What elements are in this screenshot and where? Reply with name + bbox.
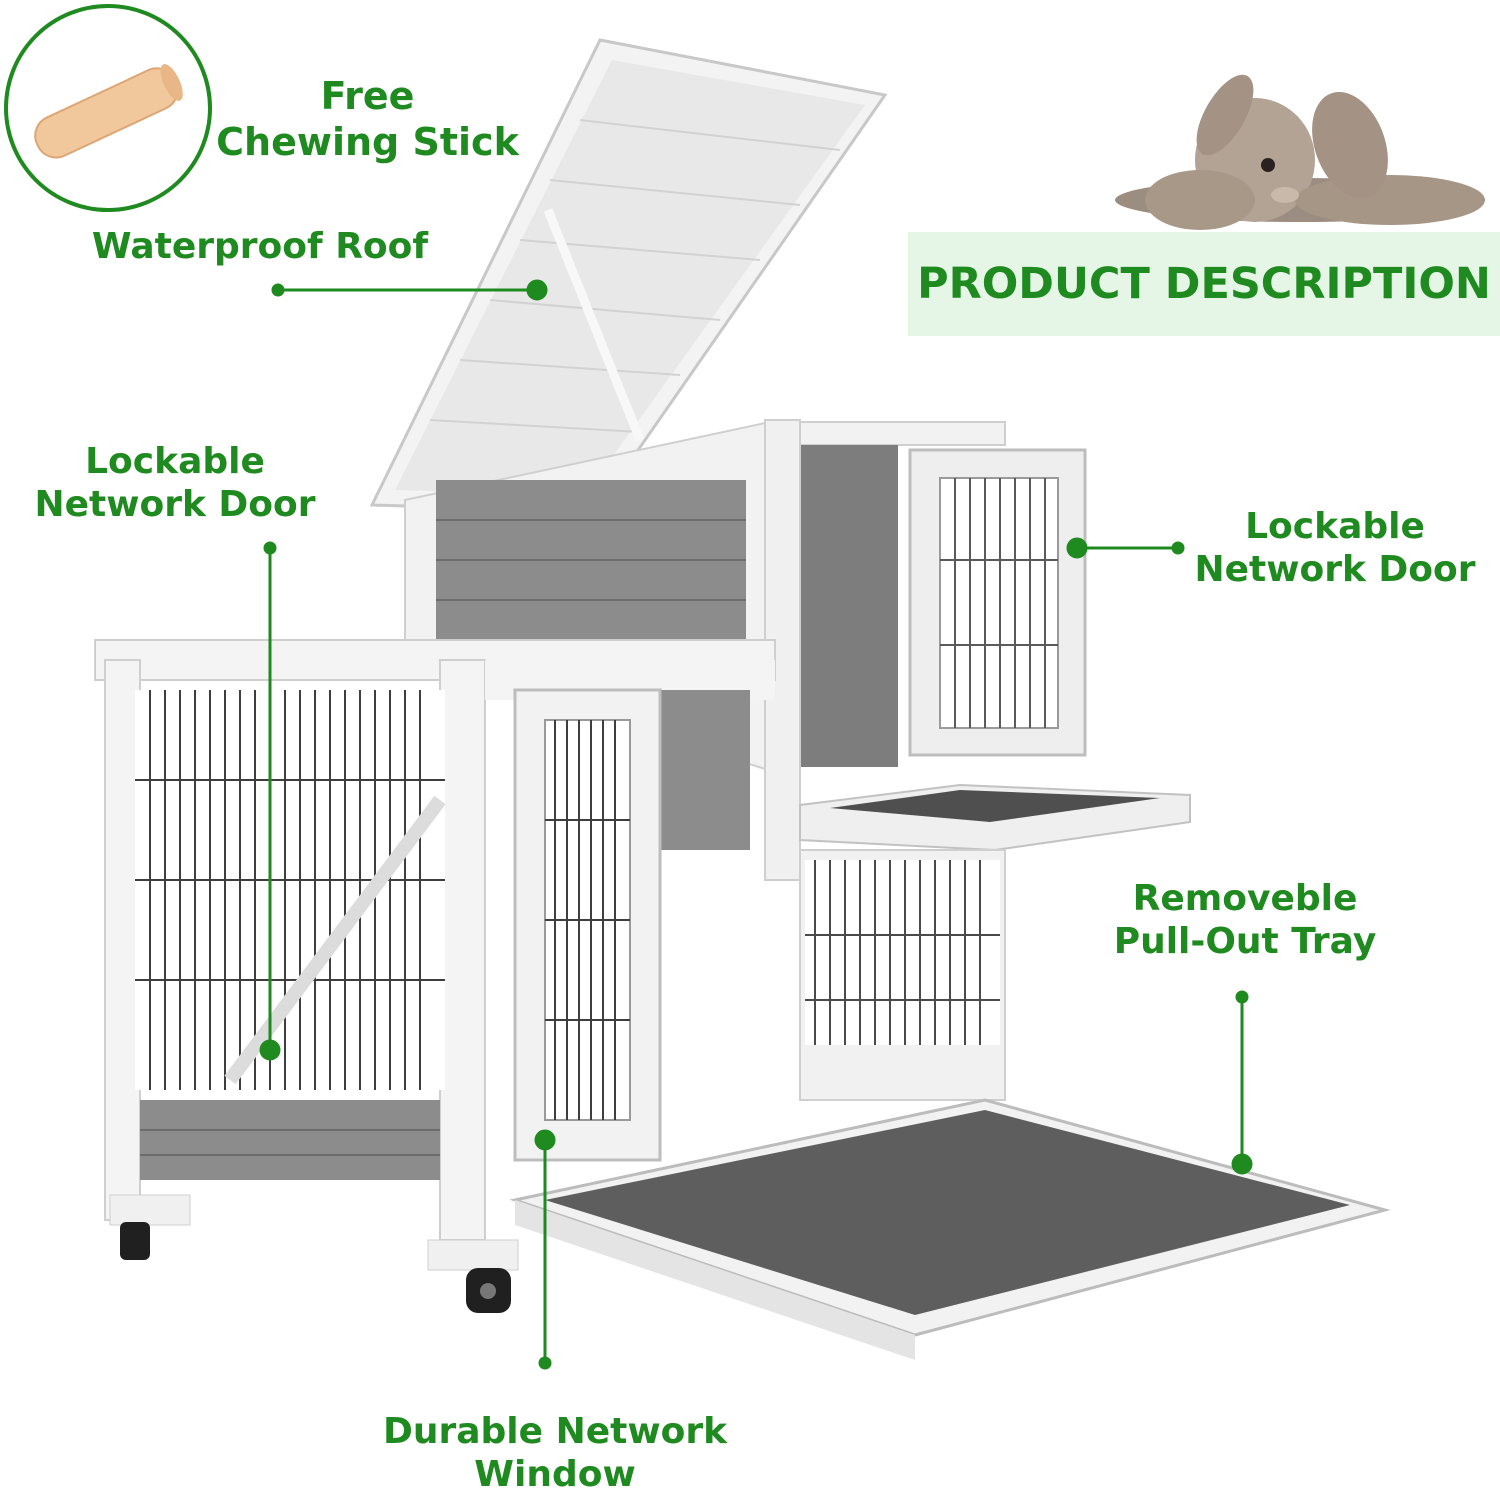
lower-left-run (94, 639, 776, 1241)
window-label-line1: Durable Network (382, 1411, 728, 1452)
tray-label: Removeble Pull-Out Tray (1105, 877, 1385, 963)
front-door (513, 688, 662, 1162)
bunny-image (1115, 74, 1485, 230)
leader-lines (259, 279, 1253, 1370)
roof-panel (369, 38, 888, 514)
middle-tray (799, 783, 1191, 852)
product-description-title: PRODUCT DESCRIPTION (917, 259, 1491, 309)
right-door-label-line2: Network Door (1194, 549, 1476, 591)
window-label: Durable Network Window (370, 1410, 740, 1496)
tray-label-line2: Pull-Out Tray (1113, 921, 1377, 963)
left-door-label: Lockable Network Door (20, 440, 330, 526)
chewing-stick-label-line2: Chewing Stick (216, 119, 519, 164)
right-door-label: Lockable Network Door (1185, 505, 1485, 591)
product-description-banner: PRODUCT DESCRIPTION (908, 232, 1500, 336)
bottom-tray (509, 1098, 1391, 1360)
tray-label-line1: Removeble (1132, 878, 1358, 919)
right-door (908, 448, 1087, 757)
wheels (109, 1194, 519, 1313)
roof-label-text: Waterproof Roof (91, 226, 429, 267)
window-label-line2: Window (474, 1454, 636, 1496)
right-door-label-line1: Lockable (1245, 506, 1425, 547)
chewing-stick-label-line1: Free (320, 74, 415, 118)
roof-label: Waterproof Roof (80, 225, 440, 268)
left-door-label-line1: Lockable (85, 441, 265, 482)
chewing-stick-badge (4, 4, 212, 212)
chewing-stick-label: Free Chewing Stick (205, 74, 530, 165)
lower-right-run (799, 849, 1006, 1101)
left-door-label-line2: Network Door (34, 484, 316, 526)
